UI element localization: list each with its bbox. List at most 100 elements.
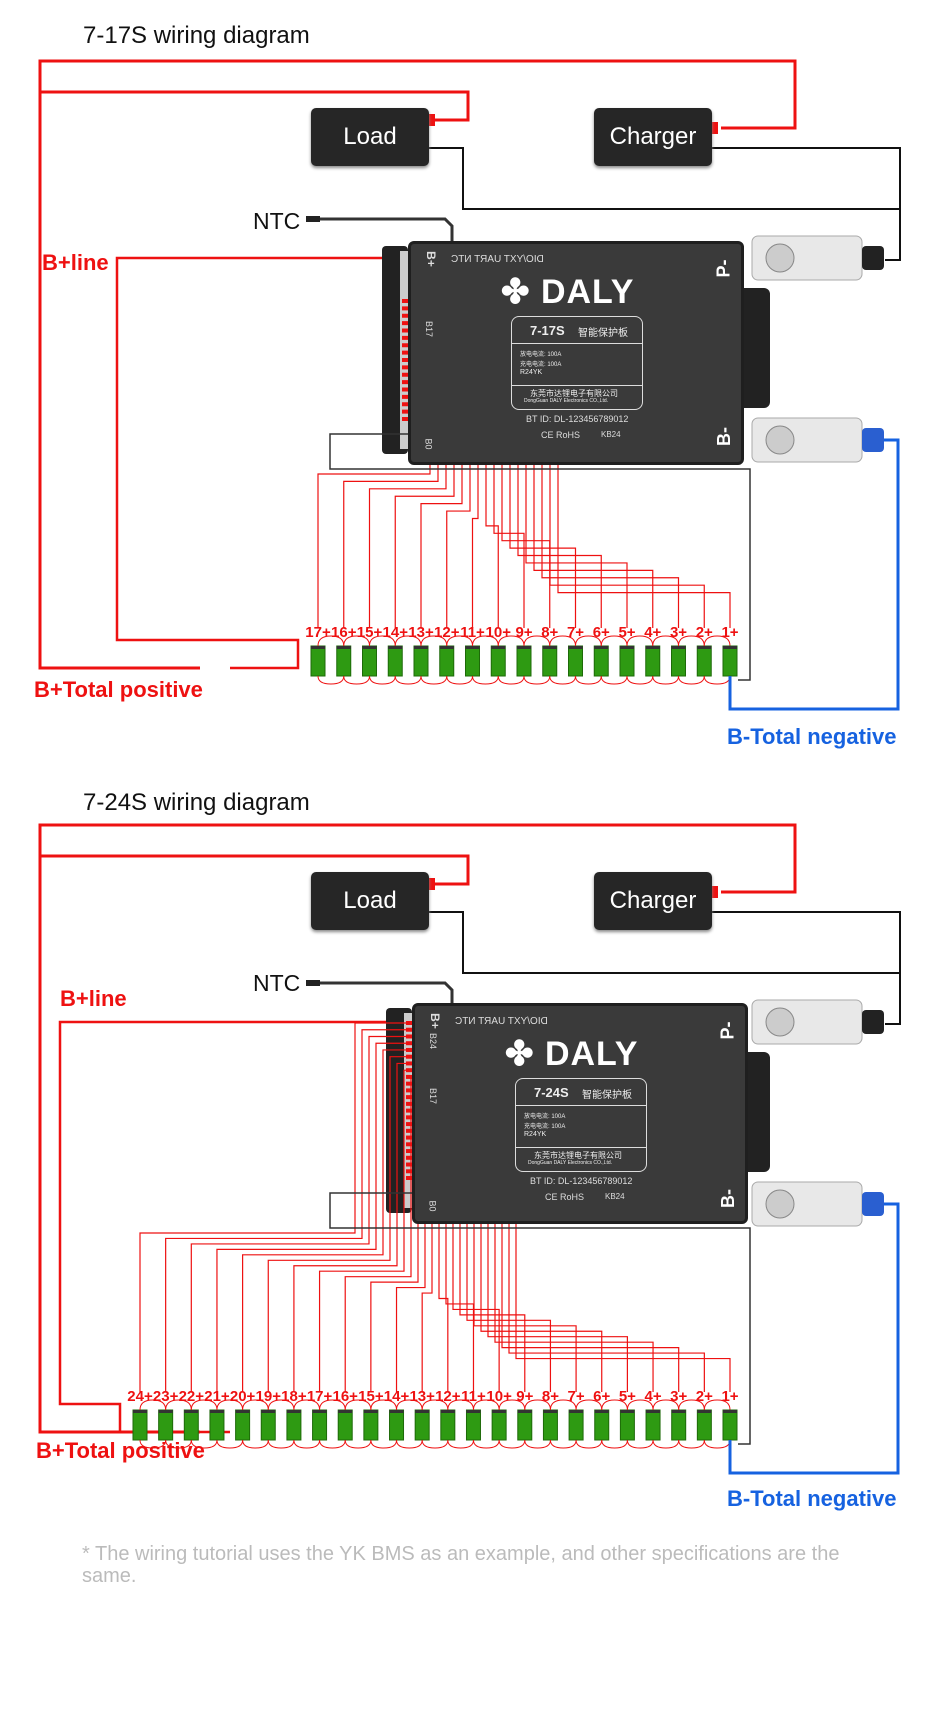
bplus-line-label: B+line: [42, 250, 109, 275]
battery-cell: [286, 1409, 302, 1441]
battery-terminal: [261, 1410, 276, 1413]
cell-label: 16+: [331, 624, 357, 641]
load-box: Load: [311, 108, 429, 166]
series-link: [575, 635, 602, 647]
balance-pin: [406, 1034, 416, 1039]
charge-spec: 充电电流: 100A: [524, 1124, 566, 1130]
cell-label: 4+: [644, 1388, 662, 1405]
discharge-spec: 放电电流: 100A: [520, 352, 562, 358]
balance-pin: [406, 1027, 416, 1032]
series-link: [190, 1439, 218, 1449]
series-link: [652, 675, 679, 685]
pminus-label: P-: [717, 1021, 738, 1040]
series-link: [472, 1399, 500, 1411]
battery-cell: [465, 1409, 481, 1441]
bminus-label: B-: [718, 1189, 738, 1208]
series-link: [600, 635, 628, 647]
battery-terminal: [594, 646, 609, 649]
bt-id: BT ID: DL-123456789012: [526, 414, 629, 424]
series-link: [394, 675, 422, 685]
series-link: [446, 635, 473, 647]
battery-terminal: [568, 646, 583, 649]
ntc-cable: [310, 217, 454, 241]
bms-board: DIO/YXT UART NTC B+ B24 B17 B0 ✤ DALY 7-…: [412, 1003, 748, 1224]
series-link: [549, 1399, 577, 1411]
series-link: [703, 1439, 731, 1449]
series-link: [369, 675, 396, 685]
series-link: [652, 1439, 680, 1449]
cell-label: 5+: [618, 1388, 636, 1405]
series-link: [394, 635, 422, 647]
pminus-cap: [862, 246, 884, 270]
battery-cell: [413, 645, 429, 677]
daly-logo-icon: ✤: [501, 273, 531, 311]
balance-pin: [406, 1041, 416, 1046]
battery-terminal: [697, 1410, 712, 1413]
series-link: [319, 1439, 346, 1449]
balance-wire: [216, 1042, 412, 1392]
battery-terminal: [388, 646, 403, 649]
battery-terminal: [542, 646, 557, 649]
balance-pin: [402, 394, 412, 399]
balance-connector: [400, 251, 410, 449]
battery-terminal: [620, 646, 634, 649]
balance-pin: [402, 380, 412, 385]
spec-plate: 7-17S 智能保护板 放电电流: 100A 充电电流: 100A R24YK …: [511, 316, 643, 410]
series-link: [472, 675, 499, 685]
total-negative-wire: [728, 438, 900, 711]
balance-pin: [406, 1115, 416, 1120]
series-link: [293, 1439, 321, 1449]
bt-id: BT ID: DL-123456789012: [530, 1176, 633, 1186]
balance-pin: [402, 372, 412, 377]
balance-pin: [406, 1122, 416, 1127]
company-en: DongGuan DALY Electronics CO.,Ltd.: [528, 1160, 613, 1166]
series-link: [216, 1399, 244, 1411]
pminus-cap: [862, 1010, 884, 1034]
battery-terminal: [235, 1410, 250, 1413]
battery-cell: [312, 1409, 328, 1441]
series-link: [293, 1399, 321, 1411]
series-link: [317, 635, 345, 647]
balance-pin: [406, 1021, 416, 1025]
battery-terminal: [312, 1410, 327, 1413]
load-positive-wire: [40, 90, 470, 122]
balance-pin: [402, 313, 412, 318]
cell-label: 6+: [593, 1388, 611, 1405]
charger-negative-wire: [712, 911, 901, 973]
series-link: [703, 1399, 731, 1411]
load-positive-terminal: [429, 878, 435, 890]
series-link: [652, 635, 679, 647]
series-link: [242, 1439, 269, 1449]
board-side-mount: [738, 288, 770, 408]
series-link: [678, 635, 705, 647]
kb-label: KB24: [605, 1192, 625, 1201]
battery-terminal: [389, 1410, 404, 1413]
cell-label: 24+: [127, 1388, 153, 1405]
battery-terminal: [286, 1410, 301, 1413]
battery-cell: [387, 645, 403, 677]
cell-label: 10+: [486, 1388, 512, 1405]
battery-cell: [619, 1409, 635, 1441]
battery-cell: [158, 1409, 174, 1441]
bms-board: DIO/YXT UART NTC B+ B17 B0 ✤ DALY 7-17S …: [408, 241, 744, 465]
model-cn: 智能保护板: [578, 328, 628, 339]
cell-label: 10+: [485, 624, 511, 641]
series-link: [396, 1439, 423, 1449]
load-positive-terminal: [429, 114, 435, 126]
series-link: [652, 1399, 680, 1411]
charge-spec: 充电电流: 100A: [520, 362, 562, 368]
balance-pin: [406, 1142, 416, 1147]
series-link: [549, 675, 576, 685]
bminus-label: B-: [714, 427, 734, 446]
battery-cell: [235, 1409, 251, 1441]
series-link: [420, 675, 448, 685]
battery-cell: [132, 1409, 148, 1441]
cell-label: 15+: [358, 1388, 384, 1405]
daly-logo: ✤ DALY: [505, 1034, 638, 1074]
balance-pin: [402, 358, 412, 362]
code-spec: R24YK: [520, 369, 543, 376]
battery-cell: [362, 645, 377, 677]
balance-pin: [406, 1128, 416, 1133]
ntc-probe: [306, 980, 320, 986]
battery-terminal: [133, 1410, 147, 1413]
